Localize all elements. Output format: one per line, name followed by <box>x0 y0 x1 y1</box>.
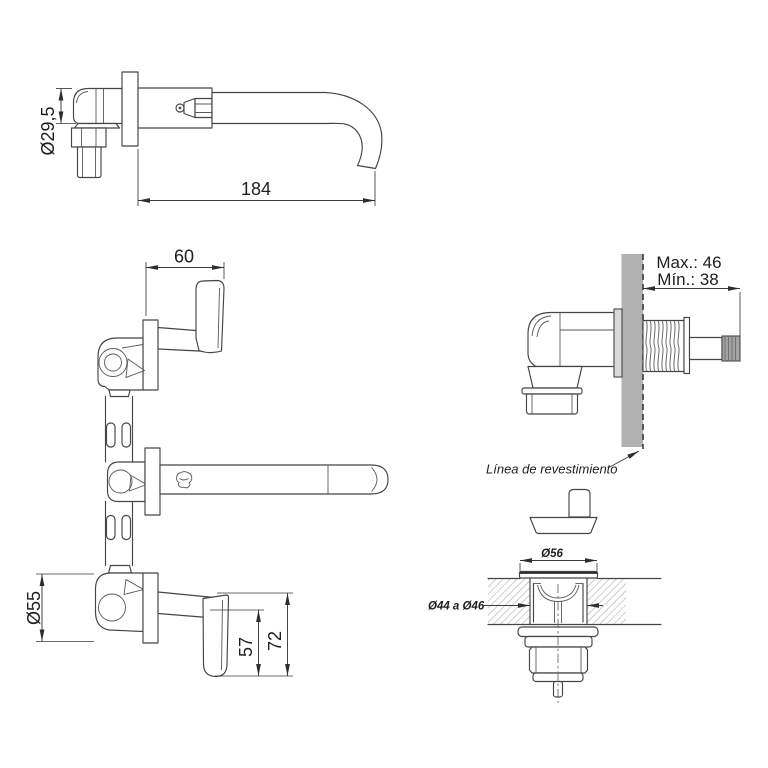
spout-tube <box>211 91 383 170</box>
escutcheon-middle <box>144 447 161 516</box>
dim-spout-length: 184 <box>137 149 376 206</box>
supply-pipe <box>76 146 102 179</box>
dim-escutcheon-diameter: Ø55 <box>24 573 94 642</box>
dim-rough-in-depth: Max.: 46 Mín.: 38 <box>643 253 741 336</box>
finish-line-label: Línea de revestimiento <box>486 462 618 477</box>
pipe-fitting-slot <box>105 514 116 541</box>
dim-label-length: 184 <box>241 179 271 199</box>
spline-tip <box>721 335 741 362</box>
view-spout-side: 184 Ø29,5 <box>38 71 383 206</box>
drain-flange <box>518 570 599 579</box>
dim-handle-length: 60 <box>145 247 225 316</box>
dim-hole-diameter: Ø44 a Ø46 <box>428 601 603 613</box>
pipe-fitting-slot <box>105 422 116 448</box>
riser-pipe-lower <box>104 500 134 574</box>
riser-pipe-upper <box>104 395 134 463</box>
finish-line-callout: Línea de revestimiento <box>486 450 640 477</box>
handle-bottom <box>157 591 230 678</box>
handle-top <box>157 279 225 354</box>
dim-spout-diameter: Ø29,5 <box>38 88 76 156</box>
dim-handle-total-drop: 72 <box>215 592 293 677</box>
valve-body-elbow <box>72 87 123 129</box>
elbow-middle <box>106 461 148 503</box>
brand-logo-mark <box>176 471 193 489</box>
aerator-screw <box>175 97 213 119</box>
pipe-fitting-slot <box>121 422 132 448</box>
pipe-fitting-slot <box>121 514 132 541</box>
spout-front <box>159 464 389 495</box>
wall <box>621 254 643 447</box>
dim-label-diameter: Ø29,5 <box>38 106 58 155</box>
escutcheon-top <box>142 319 159 391</box>
dim-label-hole-diameter: Ø44 a Ø46 <box>428 601 485 613</box>
elbow-bottom <box>94 572 145 633</box>
dim-flange-diameter: Ø56 <box>519 548 598 571</box>
dim-label-handle-drop: 57 <box>236 637 256 657</box>
valve-elbow-section <box>521 311 623 415</box>
dim-label-flange-diameter: Ø56 <box>541 548 563 560</box>
cartridge-stem <box>688 336 723 361</box>
dim-label-min-depth: Mín.: 38 <box>657 270 718 289</box>
basin-cross-section <box>487 577 662 626</box>
dim-label-max-depth: Max.: 46 <box>656 253 721 272</box>
drain-stopper <box>529 488 598 535</box>
spout-body <box>137 87 213 129</box>
view-wall-section: Max.: 46 Mín.: 38 Línea de revestimiento <box>486 253 741 477</box>
view-drain: Ø56 <box>428 488 662 703</box>
thread-section <box>642 316 691 375</box>
escutcheon-edge <box>121 71 139 147</box>
view-front: 60 <box>24 247 389 678</box>
elbow-top <box>97 337 146 398</box>
trim-ring-edge <box>613 308 623 378</box>
dim-label-escutcheon-diameter: Ø55 <box>24 591 44 625</box>
dim-handle-drop: 57 <box>210 609 264 676</box>
escutcheon-bottom <box>142 572 159 644</box>
hex-nut <box>70 127 107 148</box>
drain-cup <box>532 582 584 623</box>
dim-label-handle-length: 60 <box>174 247 194 267</box>
dim-label-handle-total-drop: 72 <box>265 631 285 651</box>
